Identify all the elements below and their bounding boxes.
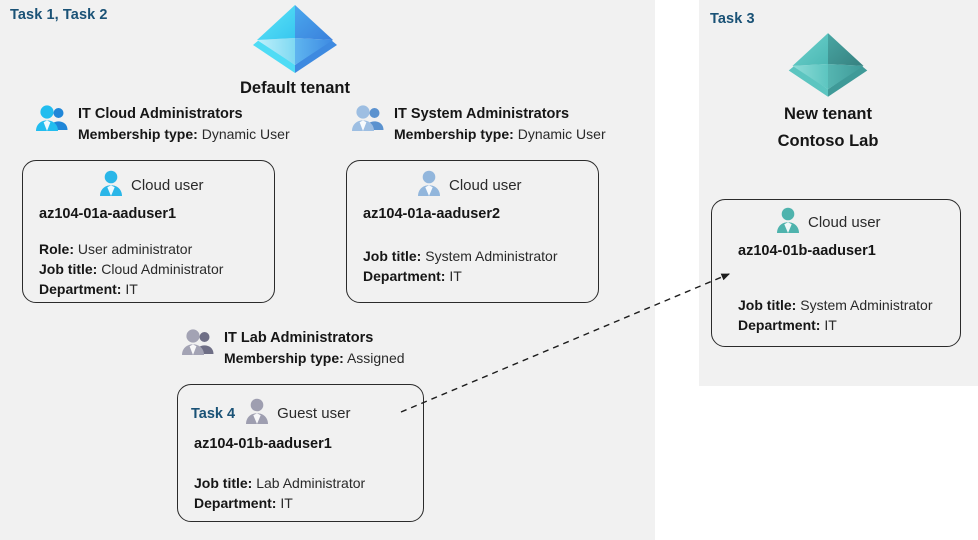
tenant-default-name: Default tenant xyxy=(239,79,350,97)
user-icon xyxy=(774,206,802,239)
group-users-icon xyxy=(182,328,216,363)
group-title: IT Cloud Administrators xyxy=(78,106,243,122)
card-property-row: Department: IT xyxy=(194,493,365,513)
card-property-value: IT xyxy=(449,268,462,284)
tenant-new: New tenant Contoso Lab xyxy=(700,30,956,152)
group-membership-value: Dynamic User xyxy=(517,126,606,142)
group-membership-type: Membership type: Dynamic User xyxy=(78,124,290,145)
card-property-row: Role: User administrator xyxy=(39,239,223,259)
card-property-row: Job title: Lab Administrator xyxy=(194,473,365,493)
card-property-value: IT xyxy=(824,317,837,333)
card-property-label: Department: xyxy=(738,317,821,333)
card-username: az104-01a-aaduser2 xyxy=(363,206,501,222)
card-property-row: Job title: System Administrator xyxy=(363,246,558,266)
group-it-lab-administrators: IT Lab Administrators Membership type: A… xyxy=(182,328,405,369)
tenant-new-name-line1: New tenant xyxy=(783,105,872,123)
user-icon xyxy=(243,397,271,430)
tenant-new-name-line2: Contoso Lab xyxy=(777,132,879,150)
card-properties: Role: User administrator Job title: Clou… xyxy=(39,239,223,299)
user-card-az104-01a-aaduser2: Cloud user az104-01a-aaduser2 Job title:… xyxy=(346,160,599,303)
card-property-label: Department: xyxy=(363,268,446,284)
card-property-label: Job title: xyxy=(194,475,253,491)
card-username: az104-01a-aaduser1 xyxy=(39,206,177,222)
card-property-value: User administrator xyxy=(77,241,193,257)
card-property-row: Department: IT xyxy=(738,315,933,335)
card-property-label: Role: xyxy=(39,241,74,257)
group-membership-label: Membership type: xyxy=(224,350,344,366)
user-icon xyxy=(415,169,443,202)
card-header: Cloud user xyxy=(97,169,204,202)
card-username: az104-01b-aaduser1 xyxy=(194,436,332,452)
card-property-row: Department: IT xyxy=(363,266,558,286)
card-property-label: Job title: xyxy=(39,261,98,277)
card-user-type: Cloud user xyxy=(808,214,881,231)
user-card-guest-az104-01b-aaduser1: Task 4 Guest user az104-01b-aaduser1 Job… xyxy=(177,384,424,522)
tenant-default: Default tenant xyxy=(170,2,420,99)
card-user-type: Guest user xyxy=(277,405,351,422)
card-property-value: Lab Administrator xyxy=(256,475,366,491)
card-property-value: Cloud Administrator xyxy=(101,261,224,277)
task-label-left: Task 1, Task 2 xyxy=(10,7,108,23)
card-property-value: System Administrator xyxy=(425,248,558,264)
card-property-value: System Administrator xyxy=(800,297,933,313)
azure-ad-tenant-icon xyxy=(700,30,956,98)
card-user-type: Cloud user xyxy=(449,177,522,194)
group-users-icon xyxy=(36,104,70,139)
group-membership-value: Dynamic User xyxy=(201,126,290,142)
card-property-label: Job title: xyxy=(363,248,422,264)
user-icon xyxy=(97,169,125,202)
group-membership-label: Membership type: xyxy=(394,126,514,142)
group-it-cloud-administrators: IT Cloud Administrators Membership type:… xyxy=(36,104,290,145)
card-property-label: Department: xyxy=(194,495,277,511)
group-title: IT Lab Administrators xyxy=(224,330,374,346)
card-property-value: IT xyxy=(280,495,293,511)
user-card-az104-01a-aaduser1: Cloud user az104-01a-aaduser1 Role: User… xyxy=(22,160,275,303)
card-properties: Job title: System Administrator Departme… xyxy=(738,295,933,335)
card-property-label: Department: xyxy=(39,281,122,297)
card-properties: Job title: System Administrator Departme… xyxy=(363,246,558,286)
card-username: az104-01b-aaduser1 xyxy=(738,243,876,259)
card-header: Cloud user xyxy=(415,169,522,202)
group-membership-value: Assigned xyxy=(346,350,405,366)
card-property-row: Job title: Cloud Administrator xyxy=(39,259,223,279)
group-membership-type: Membership type: Assigned xyxy=(224,348,405,369)
group-membership-label: Membership type: xyxy=(78,126,198,142)
card-property-value: IT xyxy=(125,281,138,297)
user-card-new-tenant-az104-01b-aaduser1: Cloud user az104-01b-aaduser1 Job title:… xyxy=(711,199,961,347)
group-users-icon xyxy=(352,104,386,139)
task-label-inline: Task 4 xyxy=(191,405,236,422)
task-label-right: Task 3 xyxy=(710,11,755,27)
card-property-label: Job title: xyxy=(738,297,797,313)
card-header: Task 4 Guest user xyxy=(191,397,350,430)
card-properties: Job title: Lab Administrator Department:… xyxy=(194,473,365,513)
card-property-row: Department: IT xyxy=(39,279,223,299)
group-it-system-administrators: IT System Administrators Membership type… xyxy=(352,104,606,145)
card-property-row: Job title: System Administrator xyxy=(738,295,933,315)
azure-ad-tenant-icon xyxy=(170,2,420,74)
card-header: Cloud user xyxy=(774,206,881,239)
card-user-type: Cloud user xyxy=(131,177,204,194)
group-title: IT System Administrators xyxy=(394,106,570,122)
group-membership-type: Membership type: Dynamic User xyxy=(394,124,606,145)
